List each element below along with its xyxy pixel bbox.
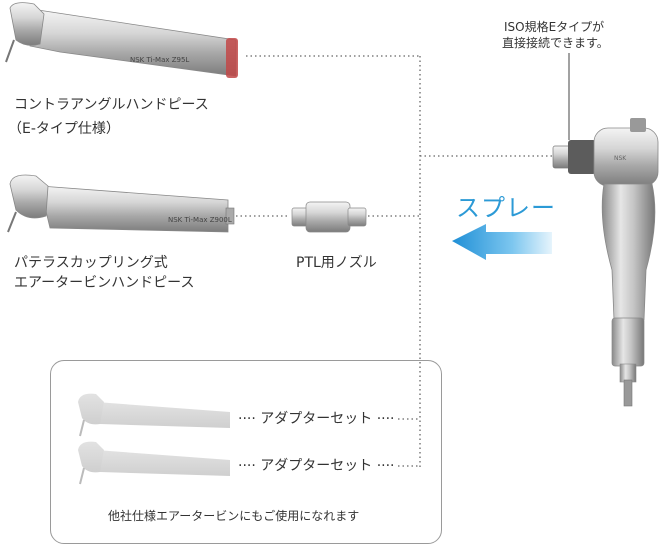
svg-text:NSK: NSK — [614, 155, 627, 162]
adapter-handpiece-2 — [78, 441, 230, 485]
contra-angle-engraving: NSK Ti-Max Z95L — [130, 56, 189, 64]
coupling-handpiece: NSK — [552, 118, 659, 407]
adapter-set-label-1: ···· アダプターセット ···· — [238, 411, 395, 427]
turbine-engraving: NSK Ti-Max Z900L — [168, 216, 232, 224]
adapter-caption: 他社仕様エアータービンにもご使用になれます — [108, 509, 360, 523]
ptl-nozzle-label: PTL用ノズル — [296, 255, 377, 271]
iso-note-line-1: ISO規格Eタイプが — [504, 20, 605, 34]
iso-note-line-2: 直接接続できます。 — [502, 36, 609, 50]
connection-lines — [236, 55, 553, 470]
contra-angle-label-line-2: （E-タイプ仕様） — [8, 121, 120, 137]
turbine-handpiece: NSK Ti-Max Z900L — [7, 174, 235, 233]
turbine-label-line-1: パテラスカップリング式 — [14, 255, 168, 271]
adapter-set-label-2: ···· アダプターセット ···· — [238, 458, 395, 474]
adapter-handpiece-1 — [78, 393, 230, 437]
spray-arrow — [452, 224, 552, 260]
contra-angle-handpiece: NSK Ti-Max Z95L — [5, 2, 238, 78]
spray-label: スプレー — [456, 194, 556, 222]
turbine-label-line-2: エアータービンハンドピース — [14, 275, 195, 291]
ptl-nozzle — [291, 201, 367, 233]
contra-angle-label-line-1: コントラアングルハンドピース — [14, 97, 209, 113]
